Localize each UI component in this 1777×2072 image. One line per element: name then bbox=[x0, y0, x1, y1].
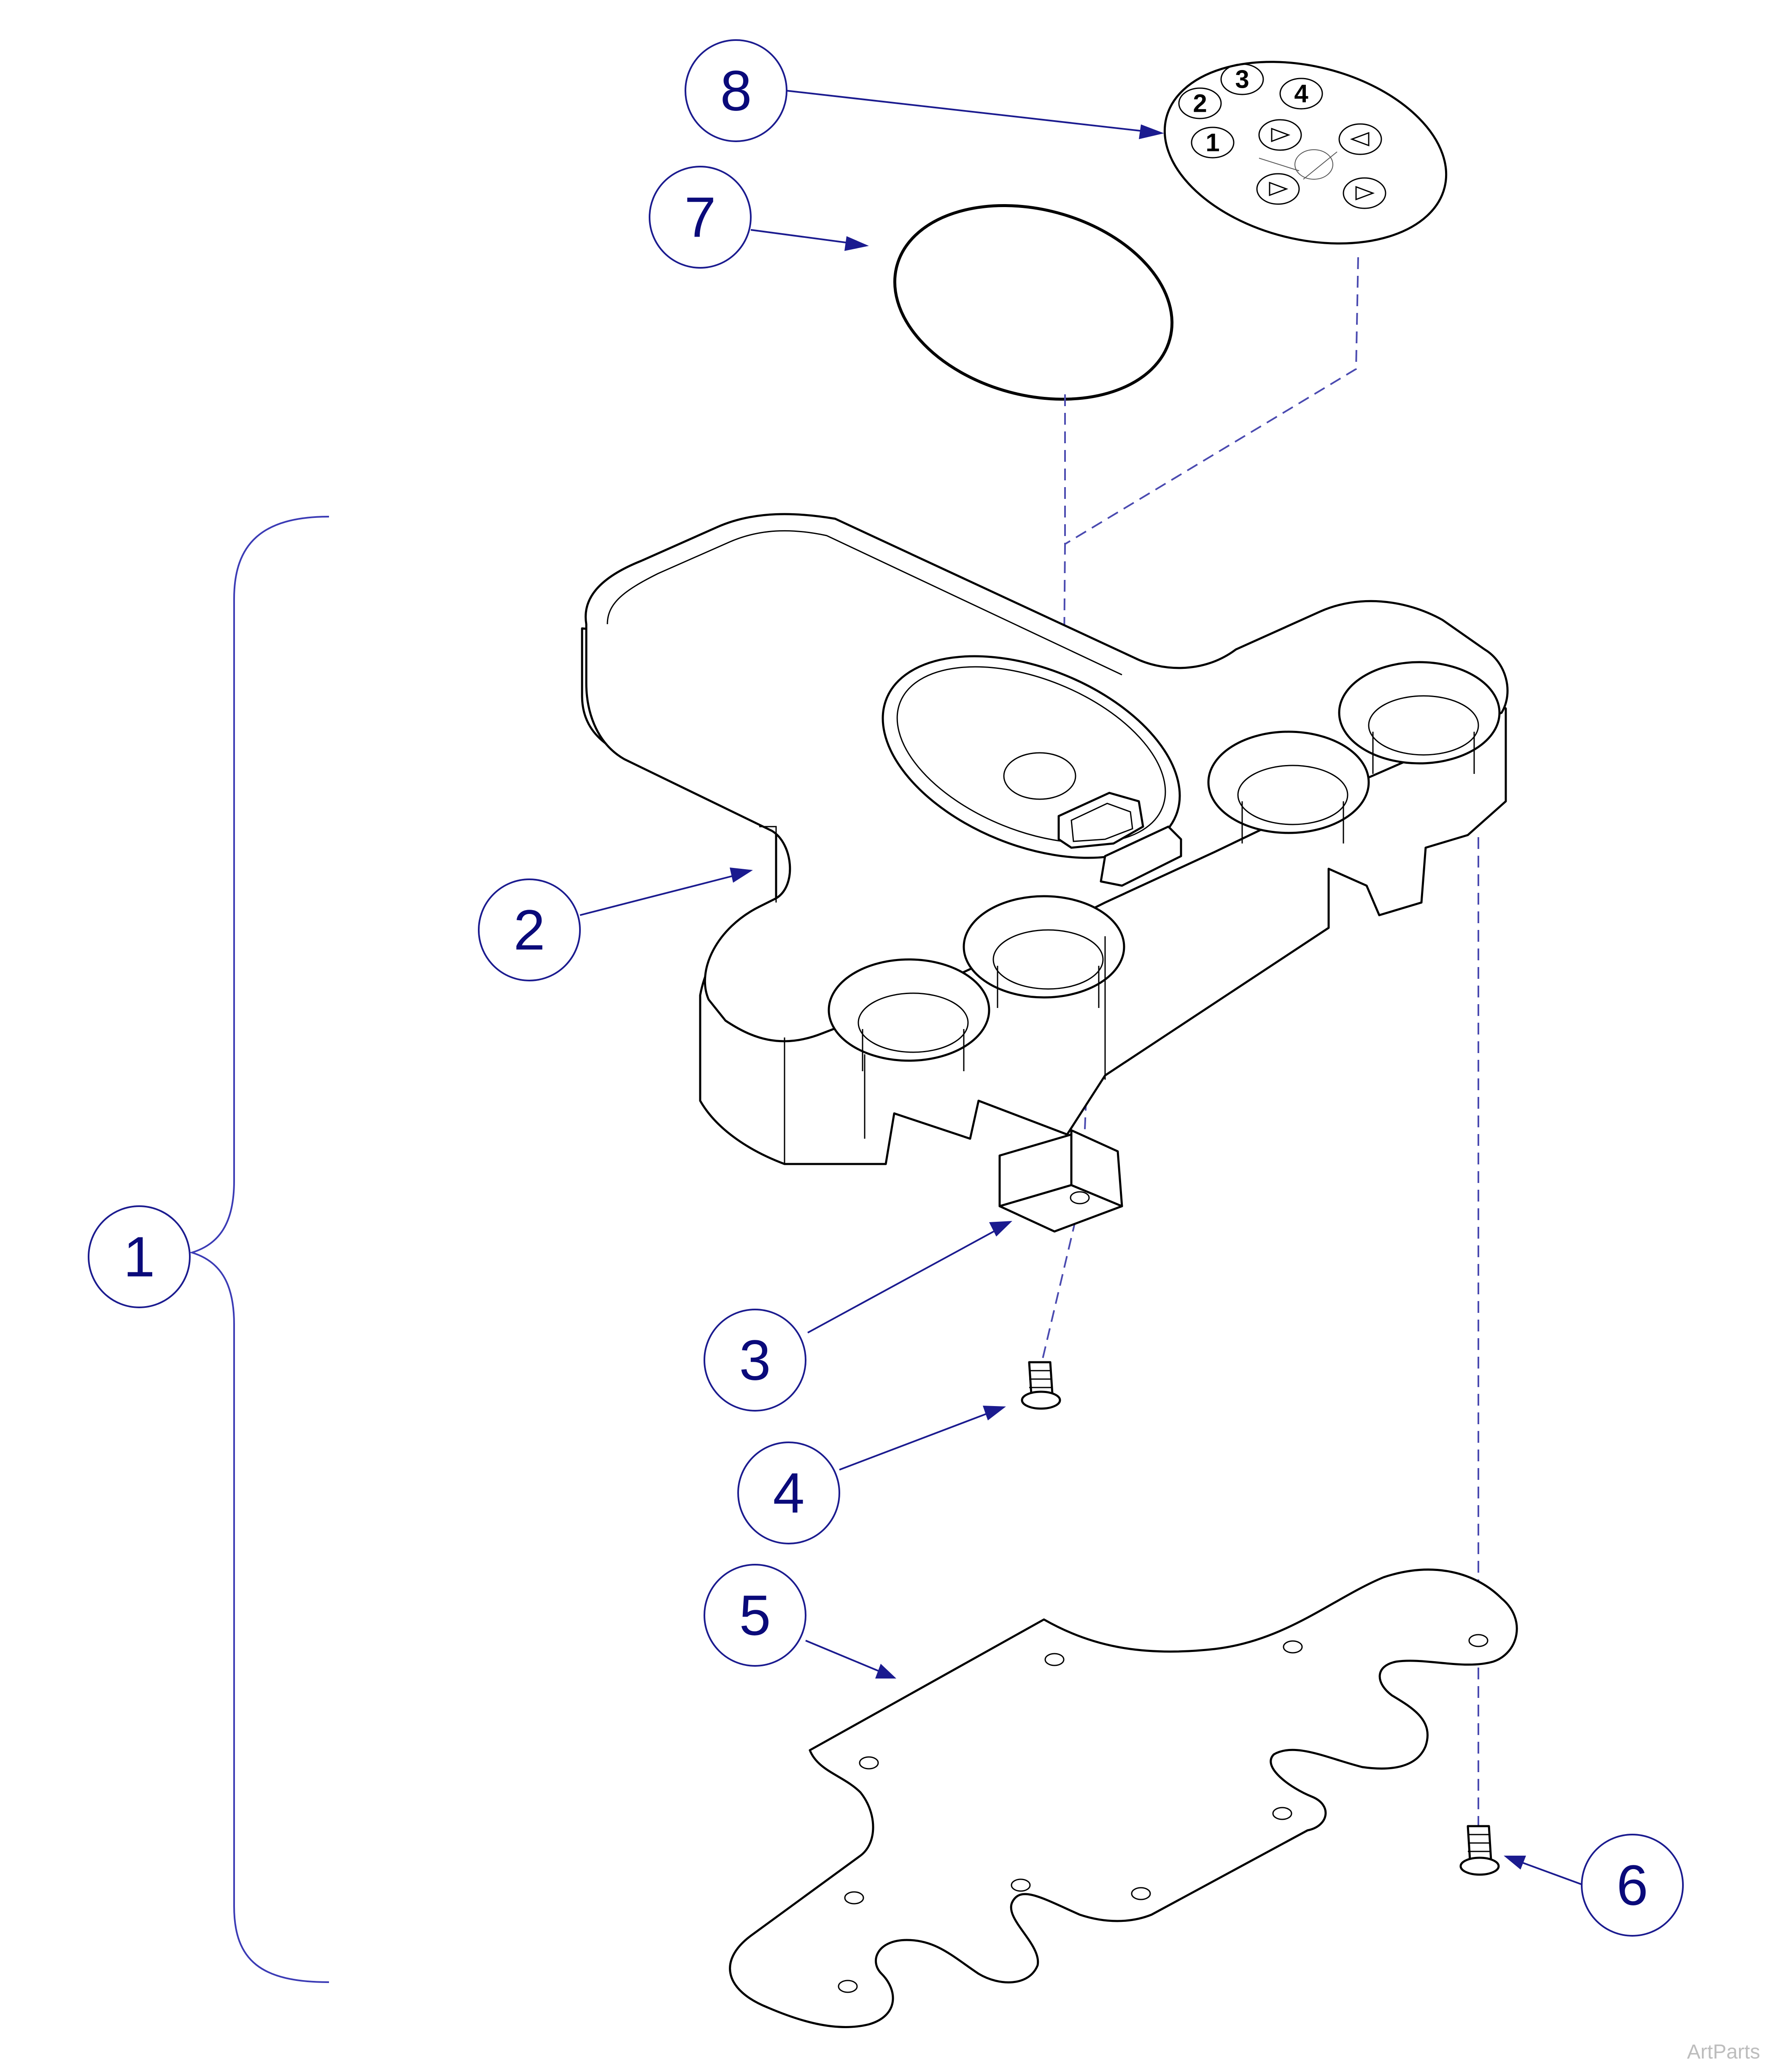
svg-text:2: 2 bbox=[513, 898, 545, 962]
watermark-text: ArtParts bbox=[1687, 2041, 1760, 2063]
keypad-button-1: 1 bbox=[1191, 127, 1235, 159]
keypad-overlay: 1 2 3 4 bbox=[1163, 61, 1448, 245]
base-plate bbox=[729, 1568, 1518, 2028]
svg-text:1: 1 bbox=[1205, 129, 1219, 157]
instrument-cup-3 bbox=[1207, 730, 1370, 843]
callout-5: 5 bbox=[704, 1564, 806, 1667]
instrument-cup-2 bbox=[963, 895, 1125, 1008]
base-plate-holes bbox=[838, 1634, 1488, 1993]
assembly-brace bbox=[189, 516, 329, 1983]
instrument-cup-1 bbox=[828, 958, 990, 1071]
svg-text:6: 6 bbox=[1616, 1854, 1648, 1917]
keypad-arrow-buttons bbox=[1256, 119, 1386, 209]
keypad-button-2: 2 bbox=[1178, 87, 1222, 119]
callout-4: 4 bbox=[737, 1442, 840, 1544]
callout-3: 3 bbox=[704, 1309, 806, 1412]
instrument-cup-4 bbox=[1338, 661, 1501, 774]
svg-text:3: 3 bbox=[1235, 65, 1249, 94]
screw-large bbox=[1459, 1825, 1500, 1876]
svg-text:2: 2 bbox=[1193, 89, 1207, 118]
callout-8: 8 bbox=[685, 39, 787, 142]
keypad-button-4: 4 bbox=[1279, 78, 1323, 110]
screw-small bbox=[1021, 1361, 1061, 1410]
svg-text:8: 8 bbox=[720, 59, 752, 123]
svg-text:3: 3 bbox=[739, 1328, 771, 1392]
svg-text:4: 4 bbox=[773, 1461, 804, 1525]
svg-text:4: 4 bbox=[1294, 80, 1308, 108]
callout-7: 7 bbox=[649, 166, 752, 269]
gasket-ring bbox=[893, 204, 1174, 401]
keypad-button-3: 3 bbox=[1220, 63, 1264, 95]
callout-6: 6 bbox=[1581, 1834, 1684, 1937]
svg-text:7: 7 bbox=[684, 186, 716, 249]
instrument-tray bbox=[581, 513, 1509, 1165]
callout-1: 1 bbox=[88, 1205, 191, 1308]
leader-lines bbox=[580, 90, 1584, 1886]
svg-text:1: 1 bbox=[123, 1225, 155, 1289]
chair-icon bbox=[1259, 149, 1337, 180]
mounting-clip bbox=[998, 1129, 1123, 1233]
svg-text:5: 5 bbox=[739, 1584, 771, 1647]
callout-2: 2 bbox=[478, 878, 581, 981]
